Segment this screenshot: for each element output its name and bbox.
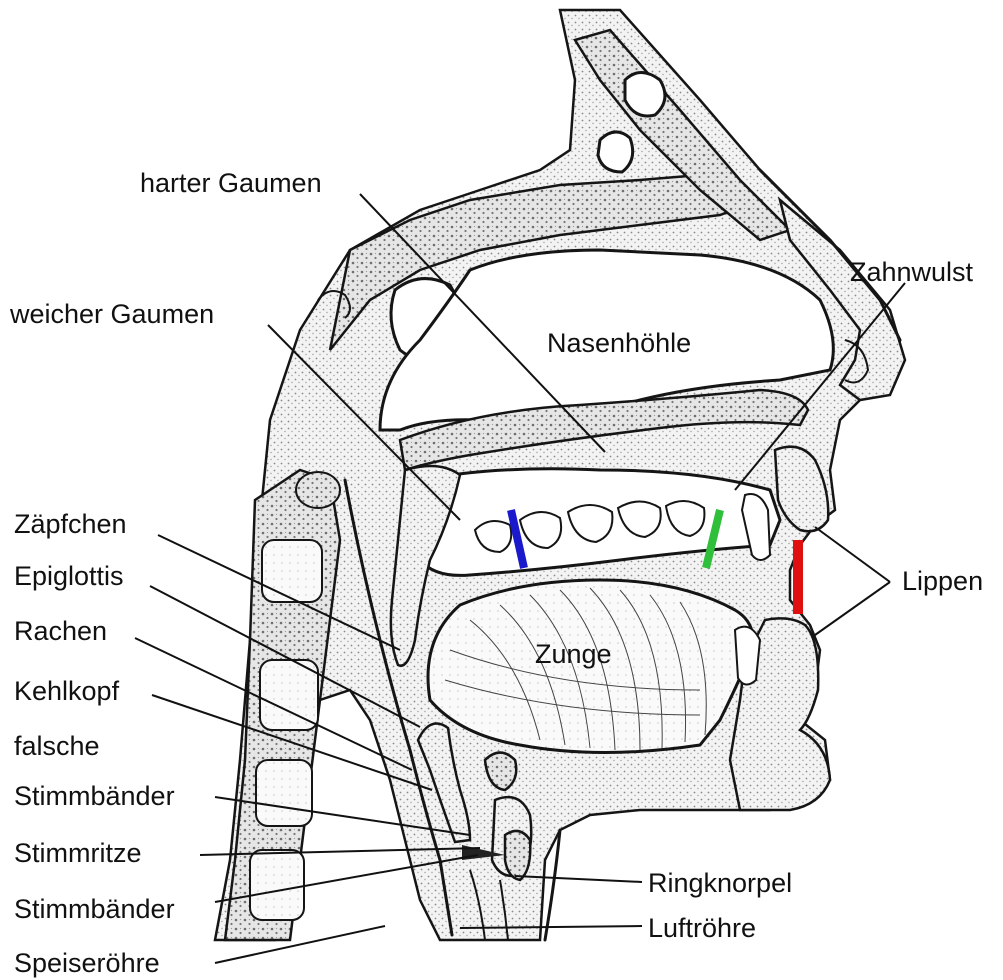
label-ringknorpel: Ringknorpel (648, 868, 792, 898)
label-speiseroehre: Speiseröhre (14, 948, 160, 978)
frontal-sinus-1 (625, 73, 665, 117)
label-luftroehre: Luftröhre (648, 913, 756, 943)
label-nasenhoehle: Nasenhöhle (547, 328, 691, 358)
label-harter-gaumen: harter Gaumen (140, 168, 322, 198)
vertebra (250, 850, 304, 920)
label-stimmbaender: Stimmbänder (14, 894, 175, 924)
vertebra (260, 660, 318, 730)
cricoid (505, 831, 530, 880)
label-zaepfchen: Zäpfchen (14, 509, 127, 539)
label-falsche: falsche (14, 731, 100, 761)
leader-lippen-upper (815, 527, 890, 582)
label-zunge: Zunge (535, 639, 612, 669)
label-lippen: Lippen (902, 566, 983, 596)
vertebra (256, 760, 312, 826)
lower-front-tooth (735, 627, 760, 685)
anatomy-illustration (215, 10, 905, 940)
label-stimmritze: Stimmritze (14, 838, 142, 868)
label-kehlkopf: Kehlkopf (14, 676, 120, 706)
label-rachen: Rachen (14, 616, 107, 646)
frontal-sinus-2 (598, 132, 633, 172)
leader-lippen-lower (815, 582, 890, 635)
label-weicher-gaumen: weicher Gaumen (9, 299, 214, 329)
atlas (296, 472, 340, 508)
label-epiglottis: Epiglottis (14, 561, 124, 591)
label-stimmbaender-false: Stimmbänder (14, 781, 175, 811)
label-zahnwulst: Zahnwulst (850, 257, 974, 287)
vertebra (262, 540, 322, 602)
